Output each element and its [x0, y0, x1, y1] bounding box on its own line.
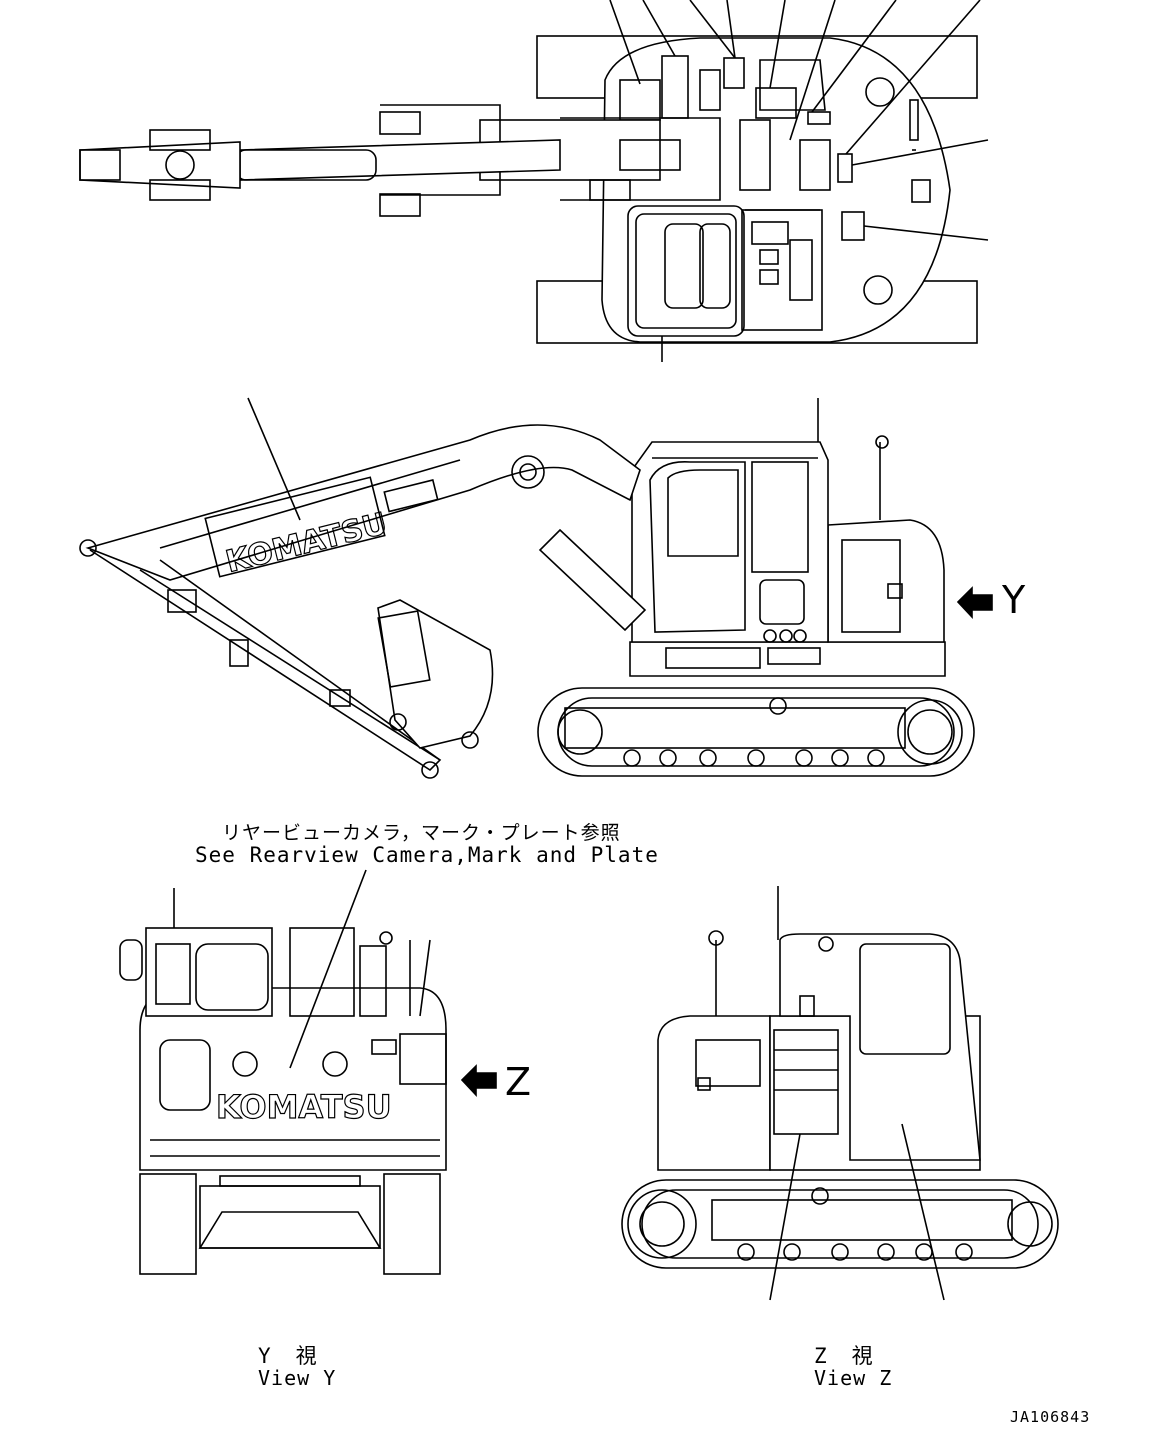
view-y-rear-view: KOMATSU [119, 869, 447, 1275]
reference-note-japanese: リヤービューカメラ，マーク・プレート参照 [222, 822, 621, 844]
view-y-arrow-label: Y [1002, 578, 1026, 622]
view-y-caption-japanese: Y 視 [258, 1344, 319, 1368]
reference-note-english: See Rearview Camera,Mark and Plate [195, 843, 659, 867]
top-view [79, 0, 989, 362]
view-z-arrow [460, 1064, 497, 1098]
track-rollers [623, 749, 885, 767]
drawing-number: JA106843 [1010, 1408, 1091, 1426]
side-view: KOMATSU [79, 397, 975, 779]
view-y-arrow [956, 586, 993, 620]
rear-brand-logo: KOMATSU [216, 1088, 392, 1126]
view-z-side-view: KOMATSU [621, 886, 1059, 1301]
view-z-caption-english: View Z [814, 1366, 893, 1390]
view-z-arrow-label: Z [505, 1060, 532, 1104]
view-z-caption-japanese: Z 視 [814, 1344, 875, 1368]
view-y-caption-english: View Y [258, 1366, 337, 1390]
